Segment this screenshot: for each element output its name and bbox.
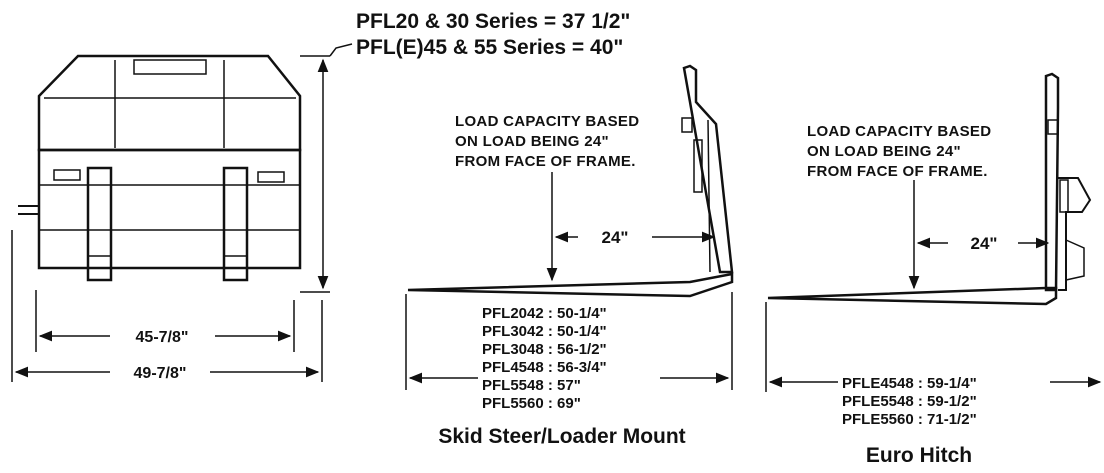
fork-tine-right	[222, 166, 249, 282]
skid-spec-item: PFL3048 : 56-1/2"	[482, 341, 607, 358]
euro-note: LOAD CAPACITY BASED ON LOAD BEING 24" FR…	[807, 123, 991, 180]
header-line-1: PFL20 & 30 Series = 37 1/2"	[356, 10, 630, 33]
outer-width-label: 49-7/8"	[134, 365, 187, 382]
outer-width-dimension: 49-7/8"	[11, 230, 323, 382]
euro-24-dimension: 24"	[916, 234, 1050, 253]
euro-note-line-2: ON LOAD BEING 24"	[807, 143, 961, 160]
skid-24-dimension: 24"	[554, 228, 716, 247]
fork-tine-left	[86, 166, 113, 282]
skid-steer-side-view: LOAD CAPACITY BASED ON LOAD BEING 24" FR…	[405, 64, 734, 448]
skid-steer-caption: Skid Steer/Loader Mount	[438, 425, 685, 448]
euro-fork-tine	[767, 286, 1058, 306]
skid-note-line-3: FROM FACE OF FRAME.	[455, 153, 636, 170]
skid-upright	[681, 64, 734, 274]
skid-length-dimension	[405, 292, 733, 390]
euro-note-line-3: FROM FACE OF FRAME.	[807, 163, 988, 180]
euro-hitch-caption: Euro Hitch	[866, 444, 972, 467]
euro-distance-label: 24"	[971, 234, 998, 253]
euro-upright	[1044, 72, 1092, 292]
skid-note-line-1: LOAD CAPACITY BASED	[455, 113, 639, 130]
inner-width-dimension: 45-7/8"	[35, 290, 295, 352]
euro-spec-item: PFLE5560 : 71-1/2"	[842, 411, 977, 428]
euro-length-dimension	[765, 302, 1102, 392]
euro-spec-list: PFLE4548 : 59-1/4" PFLE5548 : 59-1/2" PF…	[842, 375, 977, 428]
inner-width-label: 45-7/8"	[136, 329, 189, 346]
front-view: 45-7/8" 49-7/8"	[11, 43, 353, 382]
skid-spec-item: PFL2042 : 50-1/4"	[482, 305, 607, 322]
euro-hitch-side-view: LOAD CAPACITY BASED ON LOAD BEING 24" FR…	[765, 72, 1102, 467]
euro-spec-item: PFLE5548 : 59-1/2"	[842, 393, 977, 410]
skid-note-line-2: ON LOAD BEING 24"	[455, 133, 609, 150]
euro-note-line-1: LOAD CAPACITY BASED	[807, 123, 991, 140]
euro-spec-item: PFLE4548 : 59-1/4"	[842, 375, 977, 392]
skid-spec-item: PFL4548 : 56-3/4"	[482, 359, 607, 376]
skid-fork-tine	[407, 272, 734, 298]
skid-steer-note: LOAD CAPACITY BASED ON LOAD BEING 24" FR…	[455, 113, 639, 170]
height-dimension	[300, 43, 353, 293]
skid-distance-label: 24"	[602, 228, 629, 247]
fork-frame-lower-body	[18, 148, 302, 270]
skid-spec-item: PFL3042 : 50-1/4"	[482, 323, 607, 340]
fork-frame-back-panel	[37, 54, 302, 152]
skid-spec-item: PFL5548 : 57"	[482, 377, 581, 394]
header-line-2: PFL(E)45 & 55 Series = 40"	[356, 36, 623, 59]
skid-spec-item: PFL5560 : 69"	[482, 395, 581, 412]
skid-spec-list: PFL2042 : 50-1/4" PFL3042 : 50-1/4" PFL3…	[482, 305, 607, 412]
